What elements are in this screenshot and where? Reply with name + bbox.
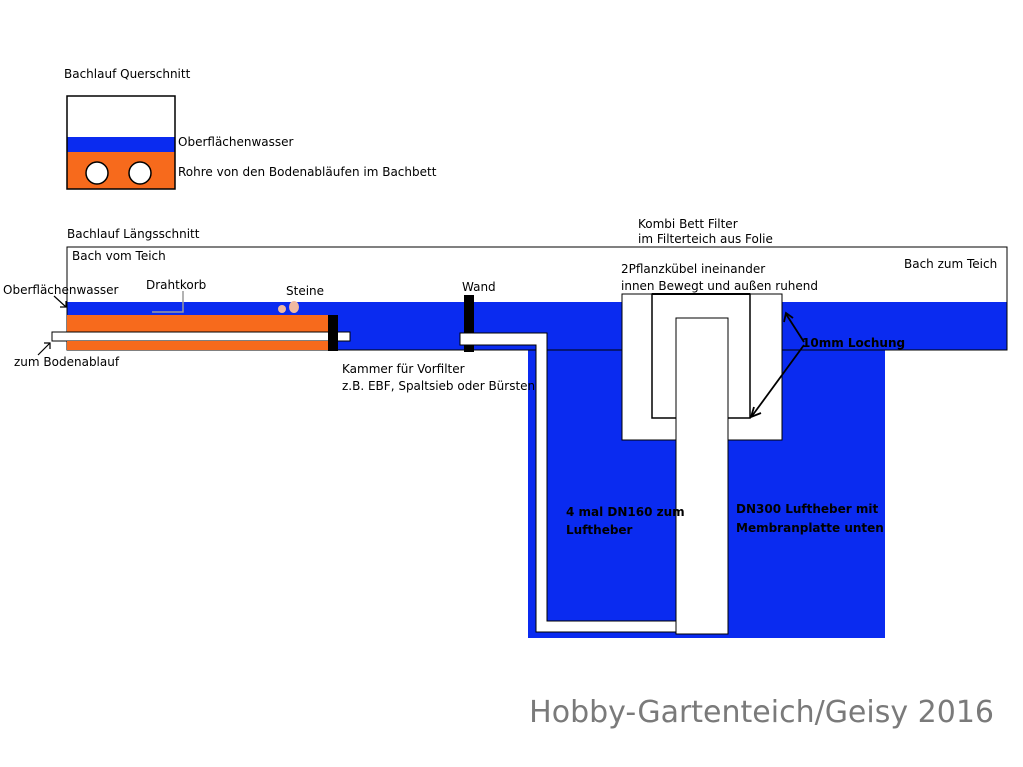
wire-basket-leader [152,291,184,313]
buckets-label-line1: 2Pflanzkübel ineinander [621,262,765,276]
wall-label: Wand [462,280,496,294]
airlift-label-line1: DN300 Luftheber mit [736,502,879,516]
bottom-drain-label: zum Bodenablauf [14,355,120,369]
filter-label-line1: Kombi Bett Filter [638,217,738,231]
stone [278,305,286,313]
perforation-arrows [749,311,805,419]
stream-air-gap [68,248,1006,302]
wall [464,295,474,352]
cross-section-pipe [128,161,152,185]
perforation-label: 10mm Lochung [802,336,905,350]
dn160-pipes-label-line1: 4 mal DN160 zum [566,505,685,519]
cross-section-pipe [85,161,109,185]
surface-water-arrow [53,295,67,308]
cross-section-surface-water-label: Oberflächenwasser [178,135,294,149]
cross-section: Bachlauf Querschnitt Oberflächenwasser R… [64,67,437,190]
dn160-pipes-label-line2: Luftheber [566,523,633,537]
longitudinal-section: Bachlauf Längsschnitt [3,217,1008,638]
stream-from-pond-label: Bach vom Teich [72,249,166,263]
wire-basket-label: Drahtkorb [146,278,206,292]
watermark: Hobby-Gartenteich/Geisy 2016 [529,695,994,730]
cross-section-pipes-label: Rohre von den Bodenabläufen im Bachbett [178,165,437,179]
wire-basket-gravel-lower [67,341,329,350]
cross-section-frame [66,95,176,190]
chamber-label-line1: Kammer für Vorfilter [342,362,465,376]
airlift-label-line2: Membranplatte unten [736,521,884,535]
buckets-label-line2: innen Bewegt und außen ruhend [621,279,818,293]
dn300-airlift-pipe [675,317,729,635]
stone [289,301,299,313]
cross-section-gravel [67,152,175,189]
surface-water-label: Oberflächenwasser [3,283,119,297]
wire-basket-gravel [67,315,329,332]
bottom-drain-arrow [37,342,51,356]
cross-section-water [67,137,175,152]
drain-pipe [51,331,351,342]
wire-basket-endcap [328,315,338,351]
stones-label: Steine [286,284,324,298]
chamber-label-line2: z.B. EBF, Spaltsieb oder Bürsten [342,379,535,393]
stream-to-pond-label: Bach zum Teich [904,257,997,271]
cross-section-title: Bachlauf Querschnitt [64,67,191,81]
filter-label-line2: im Filterteich aus Folie [638,232,773,246]
longitudinal-title: Bachlauf Längsschnitt [67,227,200,241]
